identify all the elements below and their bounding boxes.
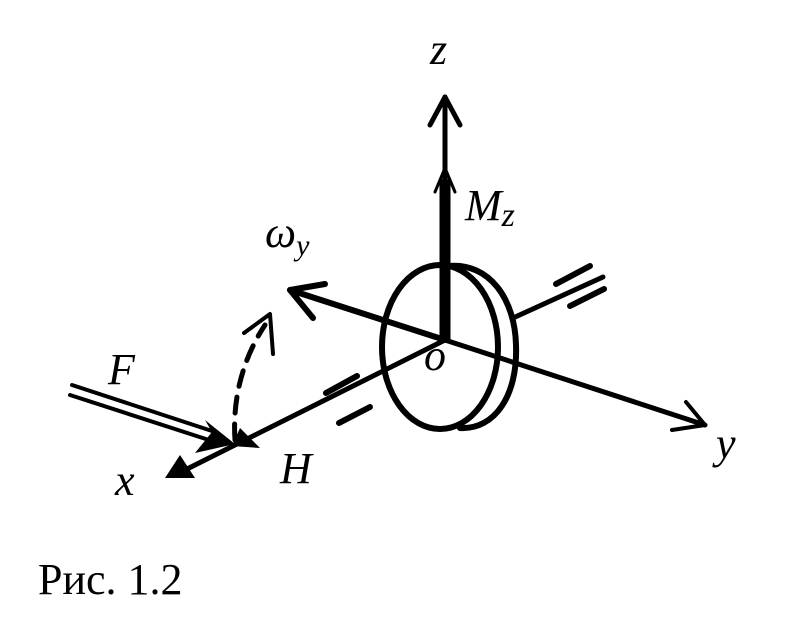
h-arrowhead: [232, 428, 260, 448]
omega-y-arrowhead: [287, 281, 328, 321]
label-x: x: [114, 456, 135, 505]
disk-rim: [445, 262, 520, 432]
force-f-vector: [68, 383, 217, 443]
omega-y-vector: [287, 287, 448, 343]
y-axis: [442, 337, 708, 428]
label-origin: o: [424, 331, 446, 380]
shaft-right: [510, 274, 606, 321]
disk: [379, 262, 501, 432]
x-axis: [182, 337, 448, 473]
label-f: F: [107, 345, 136, 394]
label-h: H: [279, 444, 314, 493]
bearing-left-top: [323, 373, 360, 396]
precession-arc-arrowhead: [242, 312, 275, 356]
z-axis-arrowhead: [427, 94, 463, 128]
label-omega-y: ωy: [265, 208, 310, 262]
precession-arc: [232, 322, 268, 443]
figure-caption: Рис. 1.2: [38, 555, 183, 604]
label-mz: Mz: [464, 181, 515, 234]
bearing-left-bottom: [336, 404, 373, 426]
bearing-right-top: [553, 263, 593, 287]
bearing-right-bottom: [567, 286, 607, 309]
x-axis-arrowhead: [165, 455, 195, 478]
label-z: z: [429, 25, 447, 74]
force-f-arrowhead: [195, 420, 235, 453]
y-axis-arrowhead: [670, 400, 707, 432]
mz-vector: [433, 166, 457, 342]
label-y: y: [712, 419, 736, 468]
